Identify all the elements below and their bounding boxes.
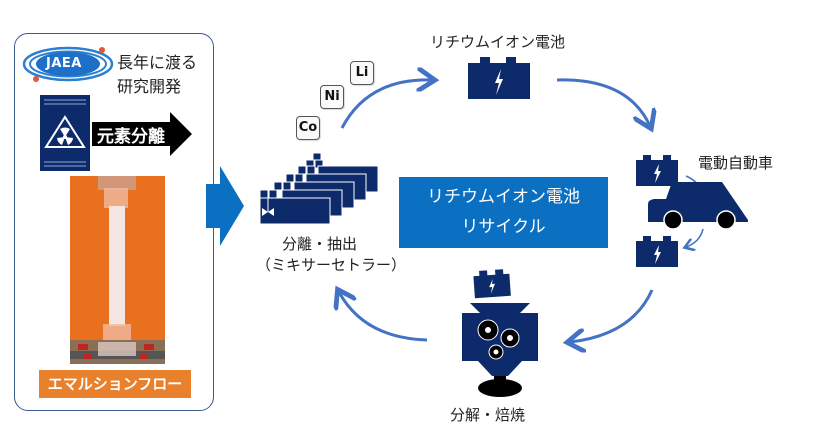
- arrow-ev-to-dismantle: [570, 289, 654, 342]
- electric-car-icon: [648, 182, 748, 230]
- arrow-dismantle-to-extraction: [339, 292, 428, 342]
- logo-orbit-outer: [22, 46, 114, 82]
- subtitle-line2: 研究開発: [117, 77, 182, 96]
- title-line2: リサイクル: [461, 217, 546, 237]
- logo-dot: [33, 76, 39, 82]
- element-tile-ni: Ni: [320, 85, 344, 109]
- logo-core: [36, 52, 100, 76]
- emulsion-flow-caption: エマルションフロー: [39, 370, 191, 398]
- crusher-roaster-icon: [462, 269, 538, 397]
- battery-used-icon: [636, 236, 678, 267]
- lithium-ion-battery-label: リチウムイオン電池: [430, 33, 566, 51]
- logo-dot: [99, 47, 105, 53]
- flow-right-arrow-icon: [206, 166, 244, 246]
- jaea-logo-text: JAEA: [46, 56, 82, 71]
- electric-vehicle-label: 電動自動車: [698, 154, 774, 172]
- element-tile-li: Li: [350, 61, 374, 85]
- logo-orbit-inner: [29, 50, 107, 78]
- lithium-battery-recycling-title: リチウムイオン電池 リサイクル: [399, 177, 608, 248]
- mixer-settler-label: （ミキサーセトラー）: [256, 256, 407, 274]
- element-separation-label: 元素分離: [97, 127, 165, 147]
- jaea-logo: [22, 46, 114, 82]
- lithium-battery-icon: [468, 57, 530, 99]
- radioactive-waste-barrel-icon: [40, 95, 90, 171]
- long-term-research-text: 長年に渡る 研究開発: [117, 51, 197, 99]
- separation-extraction-label: 分離・抽出: [282, 235, 358, 253]
- arrow-battery-to-ev: [556, 78, 650, 126]
- mixer-settler-icon: [259, 152, 379, 225]
- arrow-battery-out-of-car: [686, 228, 704, 247]
- element-separation-arrow: [92, 112, 192, 156]
- element-tile-co: Co: [296, 116, 320, 140]
- emulsion-flow-photo: [70, 176, 165, 364]
- arrow-extraction-to-battery: [340, 80, 432, 129]
- subtitle-line1: 長年に渡る: [117, 53, 198, 72]
- battery-new-icon: [636, 155, 678, 186]
- title-line1: リチウムイオン電池: [427, 187, 580, 207]
- dismantle-roast-label: 分解・焙焼: [450, 406, 526, 424]
